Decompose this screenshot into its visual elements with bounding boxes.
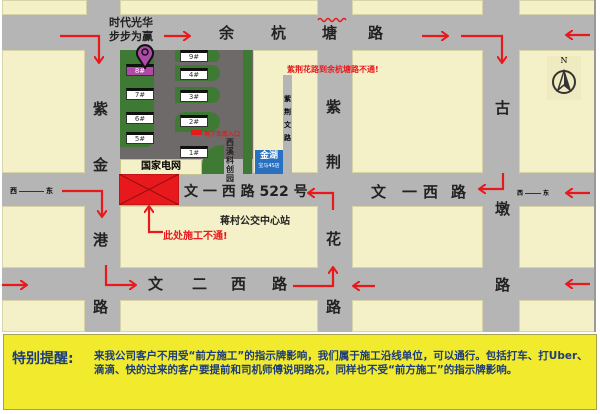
route-arrow: [62, 189, 102, 216]
block: [519, 300, 594, 332]
road-char: 路: [93, 298, 109, 316]
building-5: 5#: [126, 132, 154, 144]
road-char: 西: [231, 275, 247, 293]
zijinghua-closed-warning: 紫荆花路到余杭塘路不通!: [287, 65, 379, 74]
block: [519, 206, 594, 268]
road-char: 杭: [271, 24, 287, 42]
block: [352, 50, 483, 173]
company-name-line2: 步步为赢: [109, 30, 153, 43]
road-char: 文: [371, 183, 387, 201]
west-east-marker: 西东: [10, 187, 53, 195]
block: [352, 206, 483, 268]
road-char: 塘: [322, 24, 338, 42]
green-strip: [243, 50, 252, 174]
road-char: 紫: [93, 100, 109, 118]
road-char: 金: [93, 156, 109, 174]
block: [120, 206, 318, 268]
block: [2, 50, 85, 173]
route-arrow: [60, 34, 99, 62]
road-char: 路: [368, 24, 384, 42]
block: [120, 0, 318, 15]
building-4: 4#: [180, 68, 208, 80]
north-label: N: [560, 56, 568, 65]
building-6: 6#: [126, 112, 154, 124]
parking-entrance-marker: [191, 130, 202, 135]
road-char: 荆: [326, 153, 342, 171]
map: 8# 7# 6# 5# 9# 4# 3# 2# 1# 地下车库入口 西溪科创园 …: [2, 0, 596, 332]
park-name: 西溪科创园: [226, 138, 234, 183]
notice-body: 来我公司客户不用受“前方施工”的指示牌影响，我们属于施工沿线单位，可以通行。包括…: [94, 350, 588, 376]
zijingwen-road: 紫荆文路: [283, 75, 292, 174]
special-notice: 特别提醒: 来我公司客户不用受“前方施工”的指示牌影响，我们属于施工沿线单位，可…: [3, 334, 597, 410]
route-arrow: [461, 34, 502, 62]
road-char: 路: [495, 276, 511, 294]
road-char: 港: [93, 231, 109, 249]
road-char: 紫: [326, 98, 342, 116]
construction-warning: 此处施工不通!: [163, 231, 228, 242]
block: [519, 0, 594, 15]
route-arrow: [149, 207, 163, 234]
road-char: 一: [402, 183, 418, 201]
parking-label: 地下车库入口: [204, 131, 241, 138]
building-1: 1#: [180, 146, 208, 158]
closure-squiggle: [317, 17, 347, 23]
compass: N: [547, 56, 581, 100]
road-char: 墩: [495, 200, 511, 218]
building-9: 9#: [180, 50, 208, 62]
block: [352, 300, 483, 332]
route-arrow: [309, 193, 335, 210]
road-char: 路: [272, 275, 288, 293]
route-arrow: [480, 173, 505, 189]
bus-station-label: 蒋村公交中心站: [220, 216, 290, 227]
route-arrows: [2, 17, 590, 332]
road-char: 文: [148, 275, 164, 293]
block: [2, 0, 87, 15]
construction-zone: [119, 174, 179, 205]
road-char: 古: [495, 99, 511, 117]
road-char: 西: [423, 183, 439, 201]
route-arrow: [104, 265, 135, 285]
location-pin-icon: [136, 44, 154, 70]
company-name-line1: 时代光华: [109, 16, 153, 29]
west-east-marker: 西东: [517, 190, 550, 197]
road-char: 路: [326, 298, 342, 316]
road-char: 路: [451, 183, 467, 201]
building-3: 3#: [180, 90, 208, 102]
road-char: 余: [219, 24, 235, 42]
notice-title: 特别提醒:: [12, 351, 74, 367]
block: [352, 0, 483, 15]
road-char: 二: [192, 275, 208, 293]
block: [120, 300, 318, 332]
north-arrow-icon: [552, 68, 576, 94]
route-arrow: [293, 268, 333, 288]
wenyi-road-address: 文 一 西 路 522 号: [184, 184, 308, 200]
jinhu-box: 金湖 宝马4S店: [255, 150, 283, 174]
building-2: 2#: [180, 115, 208, 127]
road-char: 花: [326, 230, 342, 248]
building-7: 7#: [126, 88, 154, 100]
building-8: 8#: [126, 64, 154, 76]
block: [2, 300, 85, 332]
block: [2, 206, 85, 268]
